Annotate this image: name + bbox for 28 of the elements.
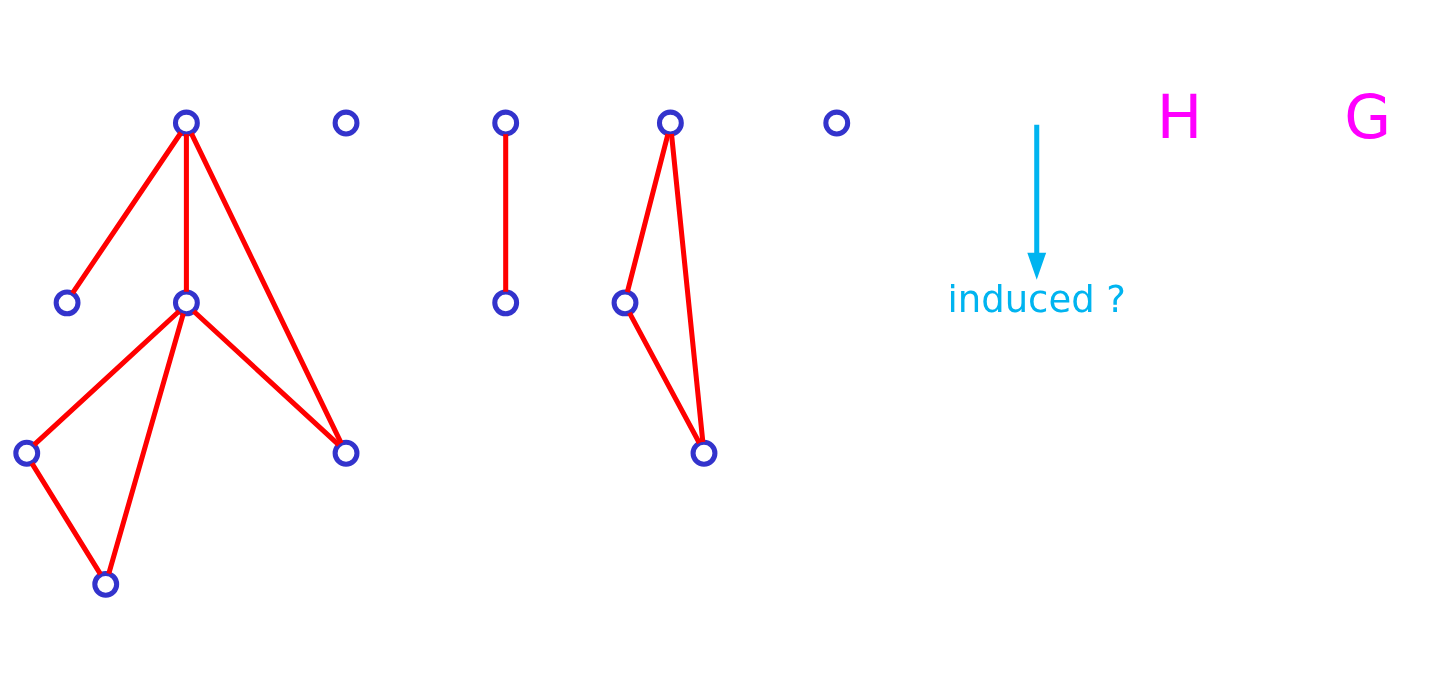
node-circle [92,570,120,598]
connector [106,312,186,574]
connector [624,133,671,293]
node-circle [690,439,718,467]
node-circle [332,439,360,467]
node-circle [492,288,520,316]
node-circle [13,439,41,467]
label: H [1156,81,1203,152]
connector [70,130,184,295]
node-circle [172,109,200,136]
arrow [1027,124,1047,280]
connector [183,133,189,292]
label: G [1344,81,1392,152]
connector [32,308,181,447]
node-text: induced ? [947,277,1126,321]
node-circle [611,288,639,316]
connector [191,308,341,447]
connector [503,133,509,292]
connector [189,131,344,444]
node-circle [53,288,81,316]
connector [29,461,103,575]
node-circle [172,288,200,316]
node-circle [492,109,520,136]
node-circle [656,109,684,136]
node-circle [823,109,851,136]
connector [627,311,702,444]
connector [669,133,706,442]
node-circle [332,109,360,136]
